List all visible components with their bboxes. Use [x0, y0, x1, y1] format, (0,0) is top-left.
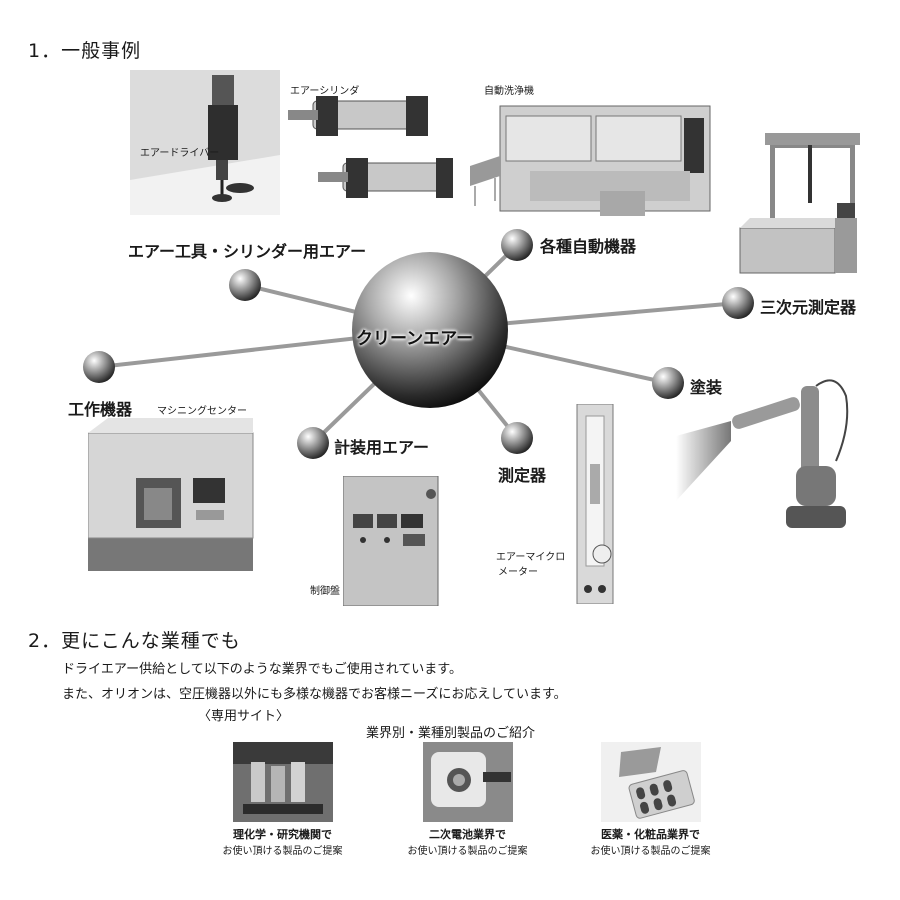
micrometer-label-line1: エアーマイクロ: [496, 552, 566, 563]
clean-air-sphere: [352, 252, 508, 408]
node-measuring: [501, 422, 533, 454]
node-automation: [501, 229, 533, 261]
branch-label-painting: 塗装: [690, 378, 723, 397]
center-label: クリーンエアー: [356, 329, 474, 349]
micrometer-label-line2: メーター: [498, 567, 538, 578]
section2-line2: また、オリオンは、空圧機器以外にも多様な機器でお客様ニーズにお応えしています。: [62, 687, 567, 702]
air-cylinder-photo: [288, 96, 453, 198]
control-panel-photo: [343, 476, 439, 606]
cmm-photo: [739, 133, 860, 274]
section1-heading: 1．一般事例: [28, 40, 142, 62]
section2-heading: 2．更にこんな業種でも: [28, 630, 241, 652]
branch-label-instrument-air: 計装用エアー: [334, 438, 430, 457]
clean-air-diagram: [83, 229, 754, 459]
node-air-tools: [229, 269, 261, 301]
card-battery-title: 二次電池業界で: [429, 828, 506, 841]
node-machine-tools: [83, 351, 115, 383]
painting-robot-photo: [676, 379, 849, 528]
battery-photo: [422, 742, 513, 822]
air-driver-label: エアードライバー: [140, 148, 220, 159]
product-card-pharma[interactable]: 医薬・化粧品業界で お使い頂ける製品のご提案: [563, 742, 738, 857]
branch-label-air-tools: エアー工具・シリンダー用エアー: [128, 242, 367, 261]
machining-center-label: マシニングセンター: [157, 406, 247, 417]
branch-label-automation: 各種自動機器: [540, 237, 637, 256]
pharma-photo: [600, 742, 701, 822]
control-panel-label: 制御盤: [310, 586, 340, 597]
node-instrument-air: [297, 427, 329, 459]
auto-washer-label: 自動洗浄機: [484, 86, 534, 97]
node-painting: [652, 367, 684, 399]
branch-label-cmm: 三次元測定器: [760, 298, 857, 317]
air-micrometer-photo: [576, 404, 614, 604]
section2-line1: ドライエアー供給として以下のような業界でもご使用されています。: [62, 662, 463, 677]
product-card-lab[interactable]: 理化学・研究機関で お使い頂ける製品のご提案: [195, 742, 370, 857]
branch-label-measuring: 測定器: [498, 466, 547, 485]
node-cmm: [722, 287, 754, 319]
card-battery-subtitle: お使い頂ける製品のご提案: [407, 846, 528, 857]
product-card-battery[interactable]: 二次電池業界で お使い頂ける製品のご提案: [380, 742, 555, 857]
card-lab-title: 理化学・研究機関で: [233, 828, 332, 841]
machining-center-photo: [88, 418, 254, 571]
card-pharma-subtitle: お使い頂ける製品のご提案: [590, 846, 711, 857]
card-pharma-title: 医薬・化粧品業界で: [601, 828, 700, 841]
card-lab-subtitle: お使い頂ける製品のご提案: [222, 846, 343, 857]
products-title[interactable]: 業界別・業種別製品のご紹介: [366, 726, 536, 741]
branch-label-machine-tools: 工作機器: [68, 400, 133, 419]
air-driver-photo: [130, 70, 280, 215]
microscope-photo: [232, 742, 333, 822]
auto-washer-photo: [470, 105, 711, 216]
site-label: 〈専用サイト〉: [198, 709, 290, 724]
air-cylinder-label: エアーシリンダ: [290, 86, 360, 97]
